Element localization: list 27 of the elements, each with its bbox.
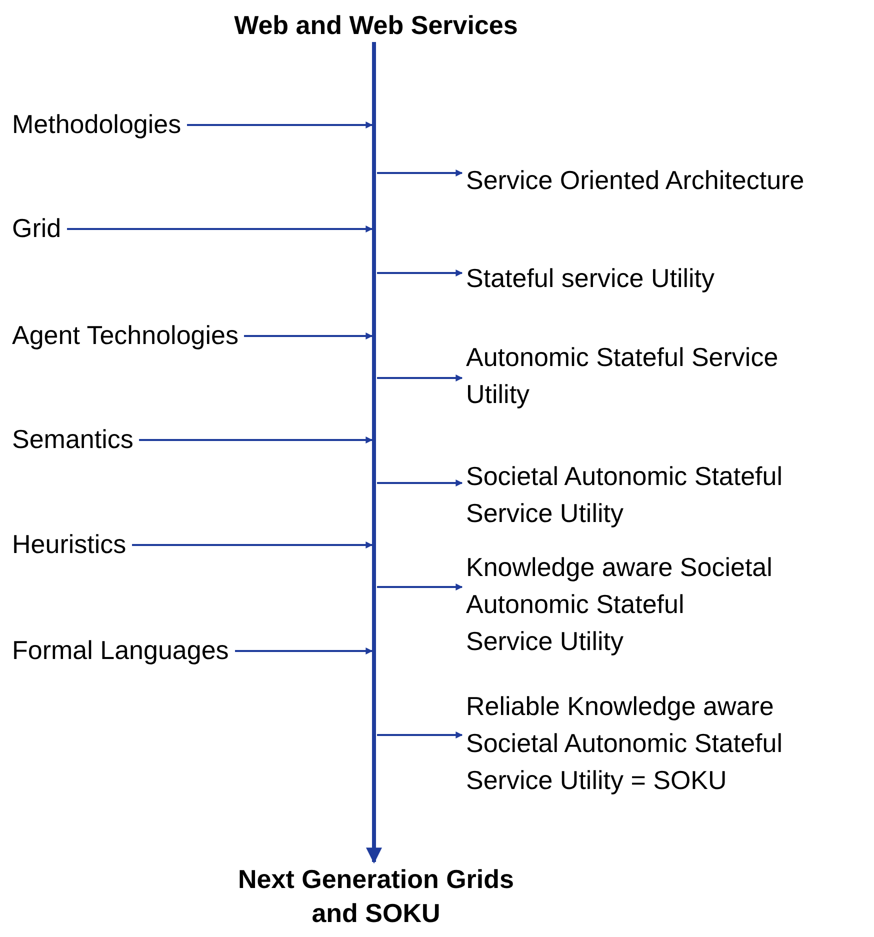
arrow bbox=[244, 332, 373, 340]
arrow bbox=[377, 270, 463, 276]
start-label: Web and Web Services bbox=[150, 8, 602, 42]
end-label: Next Generation Grids and SOKU bbox=[226, 862, 526, 930]
arrow bbox=[235, 648, 373, 654]
stage-label: Stateful service Utility bbox=[466, 260, 866, 297]
stage-label: Societal Autonomic Stateful Service Utility bbox=[466, 458, 791, 532]
stage-label: Knowledge aware Societal Autonomic Stateful Service Utility bbox=[466, 549, 774, 660]
arrow bbox=[187, 122, 373, 128]
arrow bbox=[377, 732, 463, 738]
arrow bbox=[139, 436, 373, 444]
input-label: Formal Languages bbox=[12, 632, 229, 669]
input-label: Agent Technologies bbox=[12, 317, 238, 354]
input-label: Heuristics bbox=[12, 526, 126, 563]
arrow bbox=[377, 584, 463, 590]
input-label: Methodologies bbox=[12, 106, 182, 143]
arrow bbox=[377, 374, 463, 382]
arrow bbox=[67, 226, 373, 232]
stage-label: Service Oriented Architecture bbox=[466, 162, 866, 199]
stage-label: Autonomic Stateful Service Utility bbox=[466, 339, 796, 413]
timeline-arrow bbox=[366, 42, 382, 864]
input-label: Semantics bbox=[12, 421, 134, 458]
input-label: Grid bbox=[12, 210, 62, 247]
arrow bbox=[377, 170, 463, 176]
stage-label: Reliable Knowledge aware Societal Autonomic Stateful Service Utility = SOKU bbox=[466, 688, 791, 799]
arrow bbox=[132, 542, 373, 548]
arrow bbox=[377, 480, 463, 486]
